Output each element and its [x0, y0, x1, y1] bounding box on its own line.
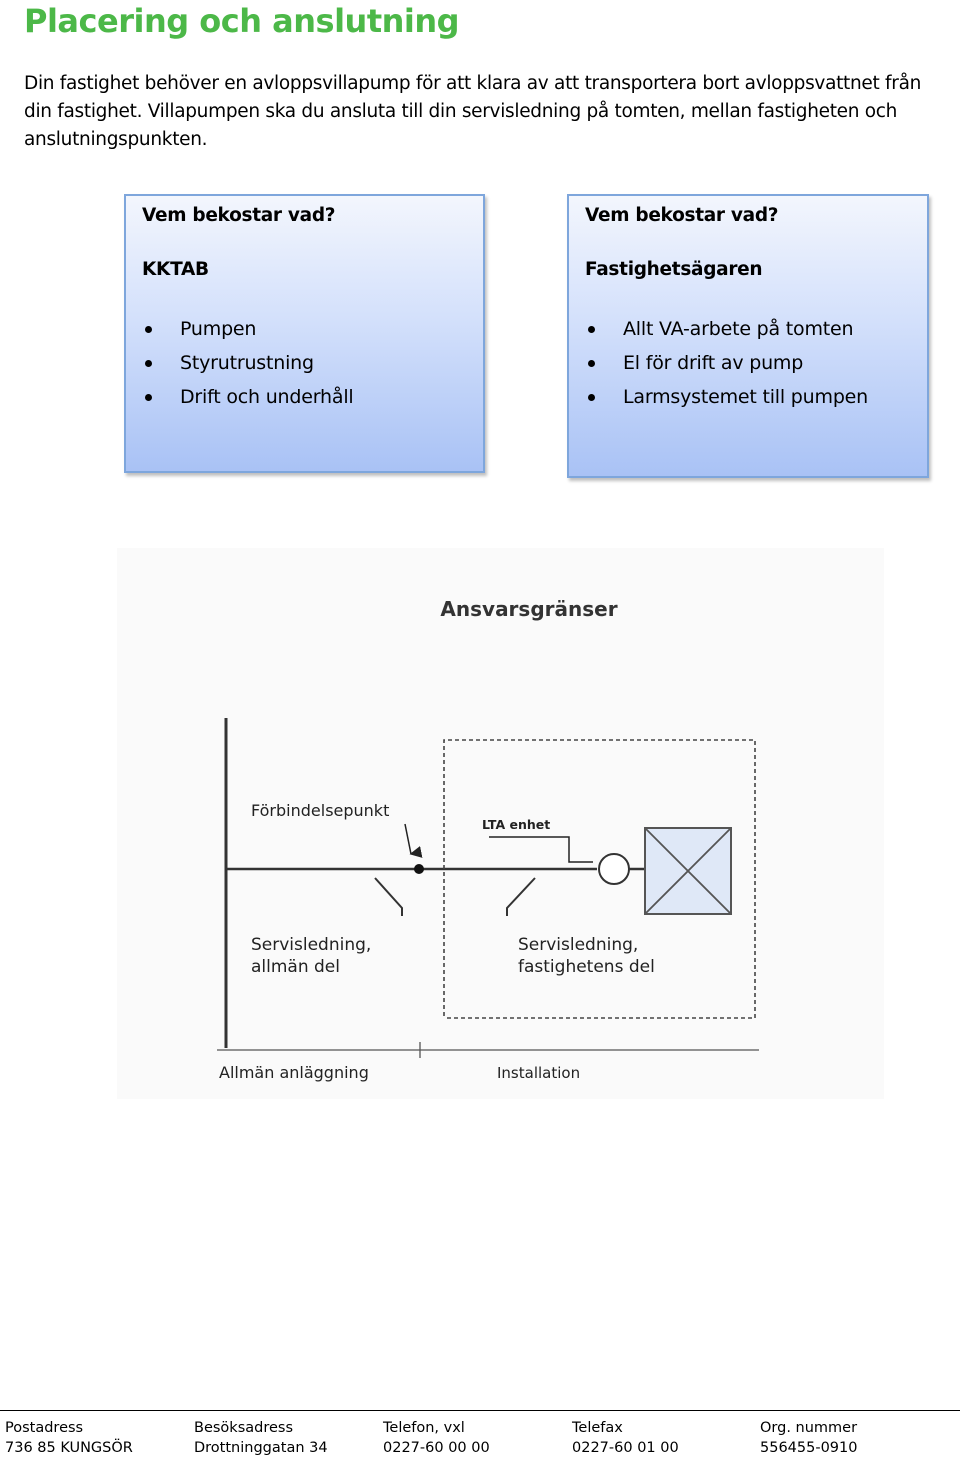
footer-col-fax: Telefax 0227-60 01 00 [572, 1418, 679, 1458]
footer-value: 556455-0910 [760, 1440, 858, 1456]
list-item-label: Styrutrustning [180, 352, 314, 374]
footer-value: 0227-60 01 00 [572, 1440, 679, 1456]
service-property-label-2: fastighetens del [518, 957, 655, 977]
footer-label: Telefon, vxl [383, 1420, 465, 1436]
cost-box-property-owner: Vem bekostar vad? Fastighetsägaren Allt … [567, 194, 929, 478]
list-item: Larmsystemet till pumpen [588, 380, 869, 414]
connection-point-dot [414, 864, 424, 874]
public-facility-label: Allmän anläggning [219, 1063, 369, 1082]
service-public-label-2: allmän del [251, 957, 340, 977]
footer-col-org: Org. nummer 556455-0910 [760, 1418, 858, 1458]
connection-point-label: Förbindelsepunkt [251, 801, 389, 820]
responsibility-diagram: Ansvarsgränser Förbindelsepunkt LTA enhe… [117, 548, 884, 1099]
box-payer: Fastighetsägaren [585, 259, 763, 280]
bullet-icon [588, 360, 595, 367]
list-item-label: Pumpen [180, 318, 257, 340]
footer-label: Telefax [572, 1420, 623, 1436]
bullet-icon [588, 394, 595, 401]
box-question: Vem bekostar vad? [585, 205, 779, 226]
footer-divider [0, 1410, 960, 1411]
footer-value: Drottninggatan 34 [194, 1440, 328, 1456]
footer-label: Postadress [5, 1420, 84, 1436]
bullet-icon [145, 360, 152, 367]
footer-col-visiting: Besöksadress Drottninggatan 34 [194, 1418, 328, 1458]
page-title: Placering och anslutning [24, 2, 460, 40]
cost-list: Allt VA-arbete på tomten El för drift av… [588, 312, 869, 414]
list-item-label: Drift och underhåll [180, 386, 354, 408]
list-item-label: Larmsystemet till pumpen [623, 386, 869, 408]
bullet-icon [145, 394, 152, 401]
box-payer: KKTAB [142, 259, 209, 280]
list-item: Styrutrustning [145, 346, 353, 380]
diagram-title: Ansvarsgränser [440, 597, 617, 621]
footer-value: 736 85 KUNGSÖR [5, 1440, 133, 1456]
footer-col-postal: Postadress 736 85 KUNGSÖR [5, 1418, 133, 1458]
service-public-label-1: Servisledning, [251, 935, 371, 955]
diagram-svg: Ansvarsgränser Förbindelsepunkt LTA enhe… [217, 597, 759, 1082]
footer: Postadress 736 85 KUNGSÖR Besöksadress D… [0, 1418, 960, 1458]
box-question: Vem bekostar vad? [142, 205, 336, 226]
footer-value: 0227-60 00 00 [383, 1440, 490, 1456]
installation-label: Installation [497, 1064, 580, 1082]
bullet-icon [145, 326, 152, 333]
list-item: Pumpen [145, 312, 353, 346]
service-property-label-1: Servisledning, [518, 935, 638, 955]
list-item: Drift och underhåll [145, 380, 354, 414]
intro-paragraph: Din fastighet behöver en avloppsvillapum… [24, 73, 922, 150]
footer-col-phone: Telefon, vxl 0227-60 00 00 [383, 1418, 490, 1458]
property-boundary [443, 739, 756, 1019]
bullet-icon [588, 326, 595, 333]
footer-label: Org. nummer [760, 1420, 858, 1436]
pump-icon [598, 853, 630, 885]
lta-unit-label: LTA enhet [482, 817, 550, 832]
footer-label: Besöksadress [194, 1420, 294, 1436]
list-item: El för drift av pump [588, 346, 868, 380]
list-item-label: Allt VA-arbete på tomten [623, 318, 854, 340]
cost-list: Pumpen Styrutrustning Drift och underhål… [145, 312, 354, 414]
list-item-label: El för drift av pump [623, 352, 804, 374]
cost-box-kktab: Vem bekostar vad? KKTAB Pumpen Styrutrus… [124, 194, 485, 473]
list-item: Allt VA-arbete på tomten [588, 312, 868, 346]
